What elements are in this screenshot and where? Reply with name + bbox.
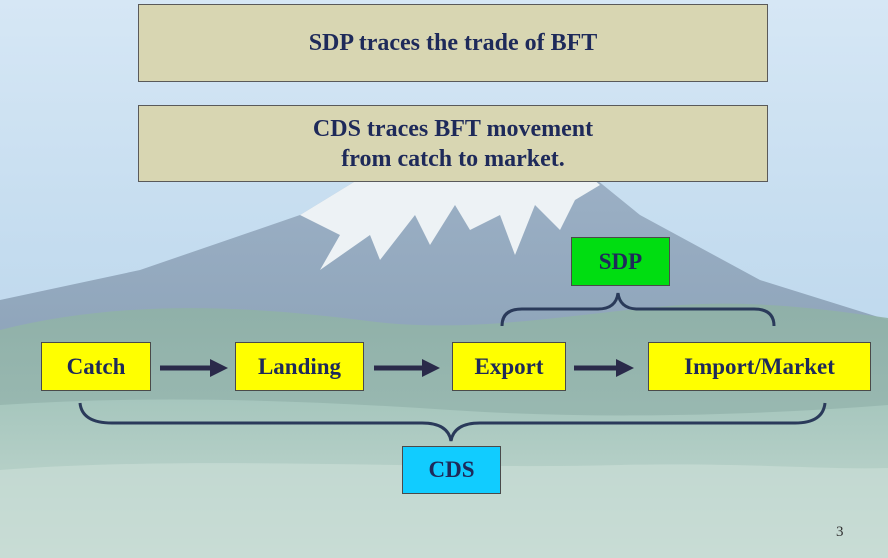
stage-export-label: Export: [474, 353, 544, 379]
cds-label: CDS: [402, 446, 501, 494]
stage-landing: Landing: [235, 342, 364, 391]
sdp-brace: [500, 292, 776, 327]
sdp-label-text: SDP: [598, 248, 643, 274]
stage-landing-label: Landing: [257, 353, 342, 379]
cds-description-line-2: from catch to market.: [341, 145, 565, 172]
page-number: 3: [836, 524, 844, 540]
flow-arrow-landing-to-export: [374, 359, 440, 377]
cds-description-line-1: CDS traces BFT movement: [312, 115, 594, 142]
stage-import-market: Import/Market: [648, 342, 871, 391]
stage-catch-label: Catch: [66, 353, 126, 379]
sdp-label: SDP: [571, 237, 670, 286]
stage-catch: Catch: [41, 342, 151, 391]
cds-brace: [78, 402, 827, 442]
stage-import-market-label: Import/Market: [684, 353, 835, 379]
stage-export: Export: [452, 342, 566, 391]
cds-label-text: CDS: [428, 457, 475, 482]
sdp-description-box: SDP traces the trade of BFT: [138, 4, 768, 82]
cds-description-box: CDS traces BFT movement from catch to ma…: [138, 105, 768, 182]
flow-arrow-catch-to-landing: [160, 359, 228, 377]
sdp-description-text: SDP traces the trade of BFT: [308, 30, 598, 56]
flow-arrow-export-to-import: [574, 359, 634, 377]
